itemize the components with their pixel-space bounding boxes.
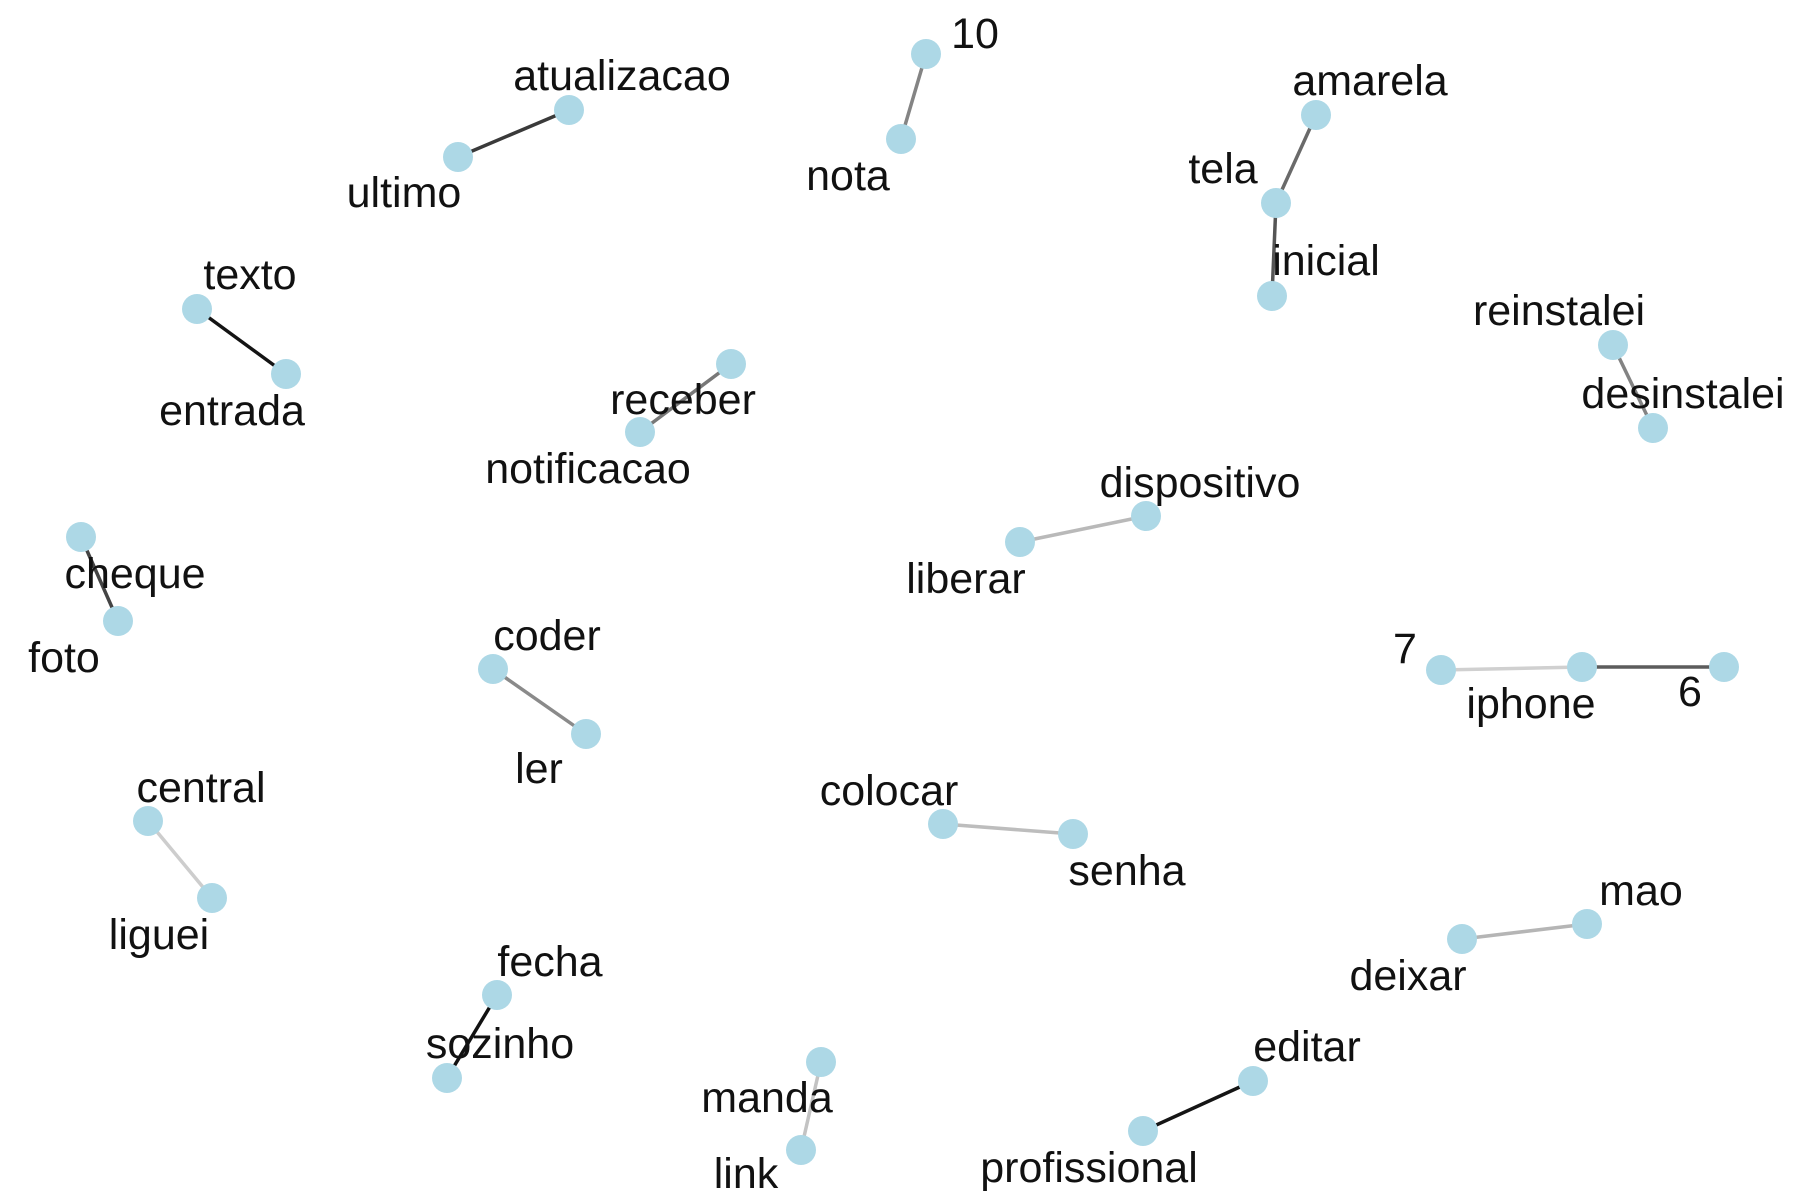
node-ler xyxy=(571,719,601,749)
node-liberar xyxy=(1005,527,1035,557)
node-label-amarela: amarela xyxy=(1292,57,1447,105)
node-central xyxy=(133,806,163,836)
node-liguei xyxy=(197,883,227,913)
node-label-link: link xyxy=(714,1150,779,1198)
node-label-atualizacao: atualizacao xyxy=(513,52,731,100)
node-nota xyxy=(886,124,916,154)
node-dispositivo xyxy=(1131,501,1161,531)
node-label-10: 10 xyxy=(951,10,999,58)
node-7 xyxy=(1426,655,1456,685)
edge-tela-amarela xyxy=(1274,113,1318,205)
node-editar xyxy=(1238,1066,1268,1096)
edge-deixar-mao xyxy=(1460,922,1589,941)
node-label-colocar: colocar xyxy=(820,767,959,815)
node-profissional xyxy=(1128,1116,1158,1146)
edge-manda-link xyxy=(799,1060,823,1152)
node-label-liguei: liguei xyxy=(109,911,209,959)
node-reinstalei xyxy=(1598,330,1628,360)
node-label-senha: senha xyxy=(1068,847,1185,895)
node-desinstalei xyxy=(1638,413,1668,443)
labels-layer: 10 nota atualizacao ultimo amarela tela inicia… xyxy=(28,10,1784,1198)
node-label-receber: receber xyxy=(610,376,756,424)
edge-tela-inicial xyxy=(1270,201,1278,298)
node-label-nota: nota xyxy=(806,152,890,200)
node-label-mao: mao xyxy=(1599,867,1683,915)
node-10 xyxy=(911,39,941,69)
node-label-7: 7 xyxy=(1393,625,1417,673)
node-tela xyxy=(1261,188,1291,218)
node-foto xyxy=(103,606,133,636)
node-label-notificacao: notificacao xyxy=(485,445,691,493)
edge-ultimo-atualizacao xyxy=(456,108,571,159)
node-6 xyxy=(1709,652,1739,682)
node-label-texto: texto xyxy=(203,251,296,299)
node-label-reinstalei: reinstalei xyxy=(1473,287,1645,335)
node-notificacao xyxy=(625,417,655,447)
nodes-layer xyxy=(66,39,1739,1165)
node-label-profissional: profissional xyxy=(980,1144,1198,1192)
node-label-tela: tela xyxy=(1188,145,1257,193)
node-texto xyxy=(182,294,212,324)
node-coder xyxy=(478,654,508,684)
node-label-manda: manda xyxy=(701,1074,833,1122)
node-label-ultimo: ultimo xyxy=(347,169,462,217)
edge-texto-entrada xyxy=(195,307,288,376)
node-fecha xyxy=(482,980,512,1010)
edge-notificacao-receber xyxy=(638,362,733,434)
node-label-coder: coder xyxy=(493,612,601,660)
node-inicial xyxy=(1257,281,1287,311)
node-label-6: 6 xyxy=(1678,668,1702,716)
node-label-editar: editar xyxy=(1253,1023,1361,1071)
edge-liberar-dispositivo xyxy=(1018,514,1148,544)
node-entrada xyxy=(271,359,301,389)
node-label-sozinho: sozinho xyxy=(426,1020,574,1068)
node-label-fecha: fecha xyxy=(497,938,602,986)
edge-reinstalei-desinstalei xyxy=(1611,343,1655,430)
node-iphone xyxy=(1567,652,1597,682)
node-label-liberar: liberar xyxy=(906,555,1026,603)
node-deixar xyxy=(1447,924,1477,954)
node-label-iphone: iphone xyxy=(1466,680,1595,728)
node-label-cheque: cheque xyxy=(64,550,205,598)
edge-colocar-senha xyxy=(941,822,1075,836)
node-receber xyxy=(716,349,746,379)
edges-layer xyxy=(79,52,1726,1152)
node-colocar xyxy=(928,809,958,839)
node-sozinho xyxy=(432,1063,462,1093)
node-manda xyxy=(806,1047,836,1077)
node-ultimo xyxy=(443,142,473,172)
node-link xyxy=(786,1135,816,1165)
node-label-ler: ler xyxy=(515,745,563,793)
node-label-central: central xyxy=(136,764,265,812)
node-atualizacao xyxy=(554,95,584,125)
node-mao xyxy=(1572,909,1602,939)
edge-7-iphone xyxy=(1439,665,1584,672)
node-label-foto: foto xyxy=(28,634,100,682)
node-label-dispositivo: dispositivo xyxy=(1100,459,1301,507)
node-amarela xyxy=(1301,100,1331,130)
node-cheque xyxy=(66,522,96,552)
node-label-entrada: entrada xyxy=(159,387,305,435)
edge-profissional-editar xyxy=(1141,1079,1255,1133)
edge-cheque-foto xyxy=(79,535,120,623)
node-label-deixar: deixar xyxy=(1349,952,1466,1000)
node-label-inicial: inicial xyxy=(1272,237,1380,285)
edge-coder-ler xyxy=(491,667,588,736)
edge-fecha-sozinho xyxy=(445,993,499,1080)
node-label-desinstalei: desinstalei xyxy=(1581,370,1784,418)
edge-central-liguei xyxy=(146,819,214,900)
node-senha xyxy=(1058,819,1088,849)
